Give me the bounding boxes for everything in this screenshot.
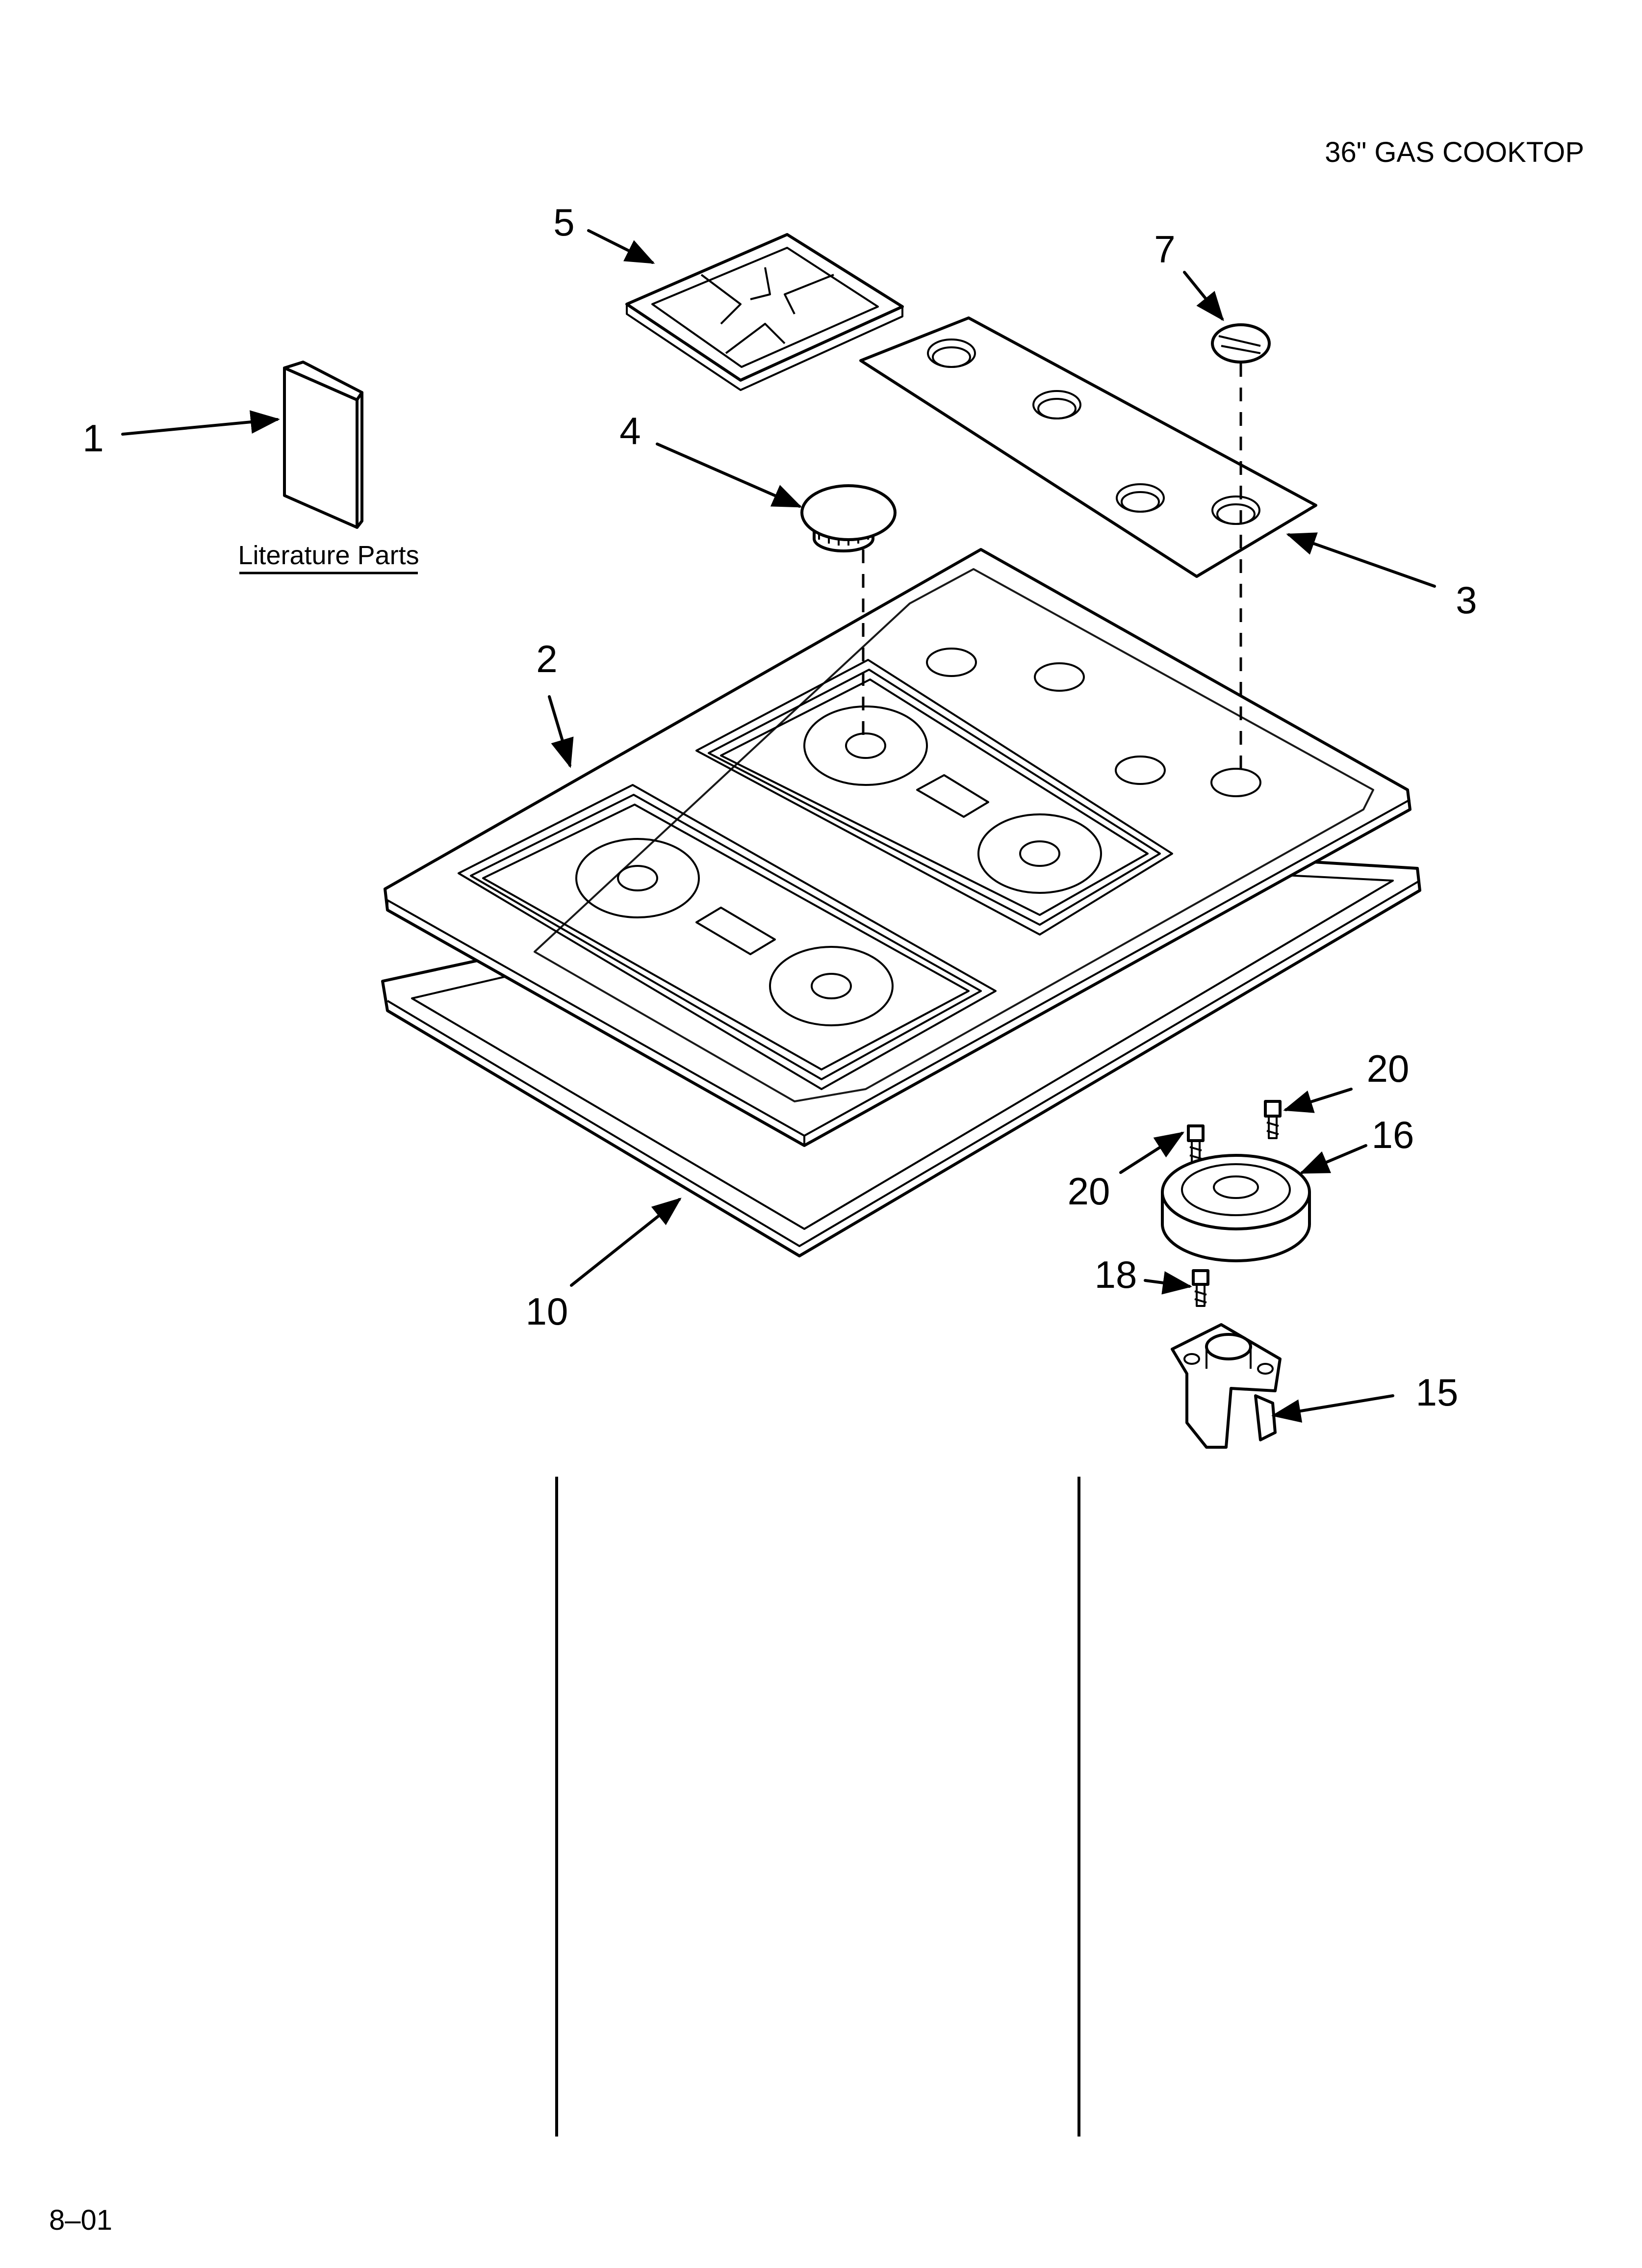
leader-2 (548, 695, 574, 768)
callout-2: 2 (536, 637, 557, 680)
burner-grate (625, 233, 904, 391)
leader-4 (656, 443, 802, 508)
screw-left (1187, 1124, 1205, 1164)
control-panel-overlay (859, 316, 1317, 578)
leader-3 (1286, 532, 1436, 588)
burner-cap (800, 484, 897, 552)
burner-base (1161, 1154, 1311, 1262)
callout-4: 4 (619, 409, 641, 452)
callout-1: 1 (82, 417, 103, 460)
leader-20b (1283, 1088, 1353, 1113)
cooktop-main-top (384, 548, 1411, 1147)
page-title: 36" GAS COOKTOP (1325, 136, 1584, 168)
leader-5 (587, 229, 655, 264)
screw-right (1264, 1100, 1282, 1139)
leader-20a (1119, 1131, 1185, 1174)
callout-18: 18 (1095, 1253, 1137, 1296)
callout-20-right: 20 (1367, 1047, 1410, 1090)
leader-1 (121, 410, 280, 436)
orifice-holder (1171, 1323, 1282, 1449)
literature-parts-label: Literature Parts (238, 541, 419, 570)
callout-16: 16 (1372, 1113, 1414, 1156)
leader-15 (1271, 1394, 1394, 1423)
callout-10: 10 (526, 1290, 568, 1333)
leader-10 (570, 1198, 682, 1287)
footer-code: 8–01 (49, 2204, 112, 2236)
callout-5: 5 (553, 201, 574, 244)
leader-18 (1144, 1271, 1192, 1295)
control-knob (1211, 323, 1271, 364)
callout-7: 7 (1154, 228, 1175, 271)
callout-15: 15 (1416, 1371, 1459, 1414)
leader-7 (1183, 271, 1224, 321)
callout-20-left: 20 (1068, 1170, 1110, 1213)
callout-3: 3 (1456, 578, 1477, 622)
screw-bottom (1192, 1269, 1209, 1307)
leader-16 (1299, 1144, 1367, 1174)
literature-booklet (283, 361, 363, 529)
